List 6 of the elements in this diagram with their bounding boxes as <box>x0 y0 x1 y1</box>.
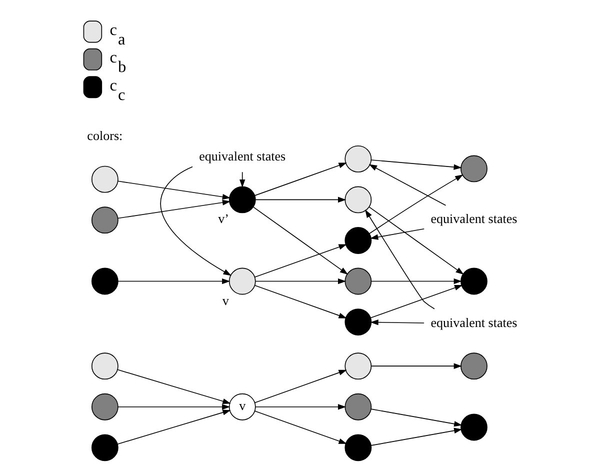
node-label: v <box>222 292 228 308</box>
node-text: equivalent states <box>430 211 517 226</box>
node-text: equivalent states <box>198 148 286 164</box>
node-label: v’ <box>218 211 229 226</box>
node-text: equivalent states <box>430 314 517 330</box>
label: colors: <box>86 128 122 144</box>
